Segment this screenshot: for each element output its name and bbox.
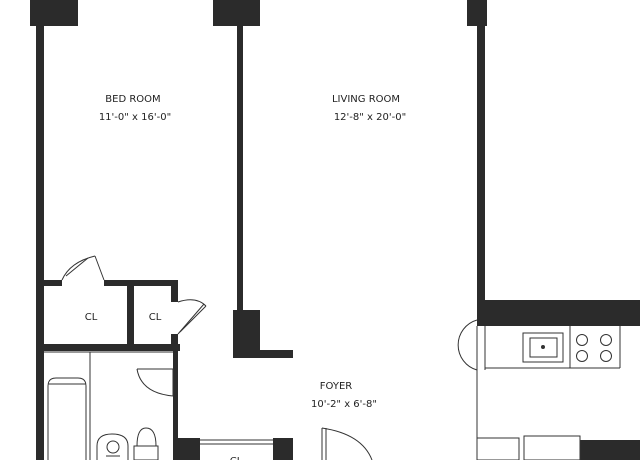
bedroom-size: 11'-0" x 16'-0": [99, 112, 171, 123]
wall-left-exterior: [36, 0, 44, 460]
wall-closet-bottom: [44, 344, 180, 351]
stove-icon: [576, 334, 612, 362]
wall-bottom-closet-right: [273, 438, 293, 460]
toilet-icon: [133, 427, 159, 460]
kitchen-round-pier: [457, 319, 478, 371]
kitchen-cabinet-low-left: [476, 437, 520, 460]
wall-bathroom-right: [173, 351, 178, 460]
wall-foyer-top: [233, 350, 293, 358]
bath-door-swing: [136, 368, 174, 397]
wall-kitchen-bottom: [580, 440, 640, 460]
bathtub-icon: [47, 377, 87, 460]
doors: [61, 255, 478, 460]
foyer-size: 10'-2" x 6'-8": [311, 399, 377, 410]
washbasin-icon: [96, 433, 129, 460]
wall-closet-top-right: [104, 280, 178, 286]
wall-pier: [233, 310, 260, 350]
room-labels: BED ROOM 11'-0" x 16'-0" LIVING ROOM 12'…: [85, 94, 406, 460]
closet-bottom-label: CL: [230, 456, 243, 460]
living-room-name: LIVING ROOM: [332, 94, 400, 105]
sink-icon: [522, 332, 564, 363]
closet-door-leaf: [94, 255, 105, 281]
foyer-name: FOYER: [320, 381, 353, 392]
bedroom-name: BED ROOM: [105, 94, 160, 105]
wall-closet-divider: [127, 280, 134, 350]
closet-right-door-swing: [177, 299, 207, 307]
wall-closet-top-left: [44, 280, 62, 286]
wall-kitchen-top: [477, 300, 640, 326]
plan-lines: [44, 326, 621, 460]
wall-stub-top-middle: [213, 0, 260, 26]
closet-door-leaf-2: [65, 257, 89, 277]
wall-bottom-closet-left: [178, 438, 200, 460]
kitchen-fridge: [523, 435, 581, 460]
wall-bedroom-living: [237, 24, 243, 314]
closet-right-door-leaf-2: [179, 305, 207, 333]
closet-left-label: CL: [85, 312, 98, 323]
entry-door-swing: [321, 427, 373, 460]
wall-closet-right-stub: [171, 280, 178, 302]
closet-right-label: CL: [149, 312, 162, 323]
walls: [30, 0, 640, 460]
wall-closet-right-lower: [171, 334, 178, 351]
wall-living-right: [477, 0, 485, 320]
living-room-size: 12'-8" x 20'-0": [334, 112, 406, 123]
closet-door-swing: [61, 255, 96, 281]
